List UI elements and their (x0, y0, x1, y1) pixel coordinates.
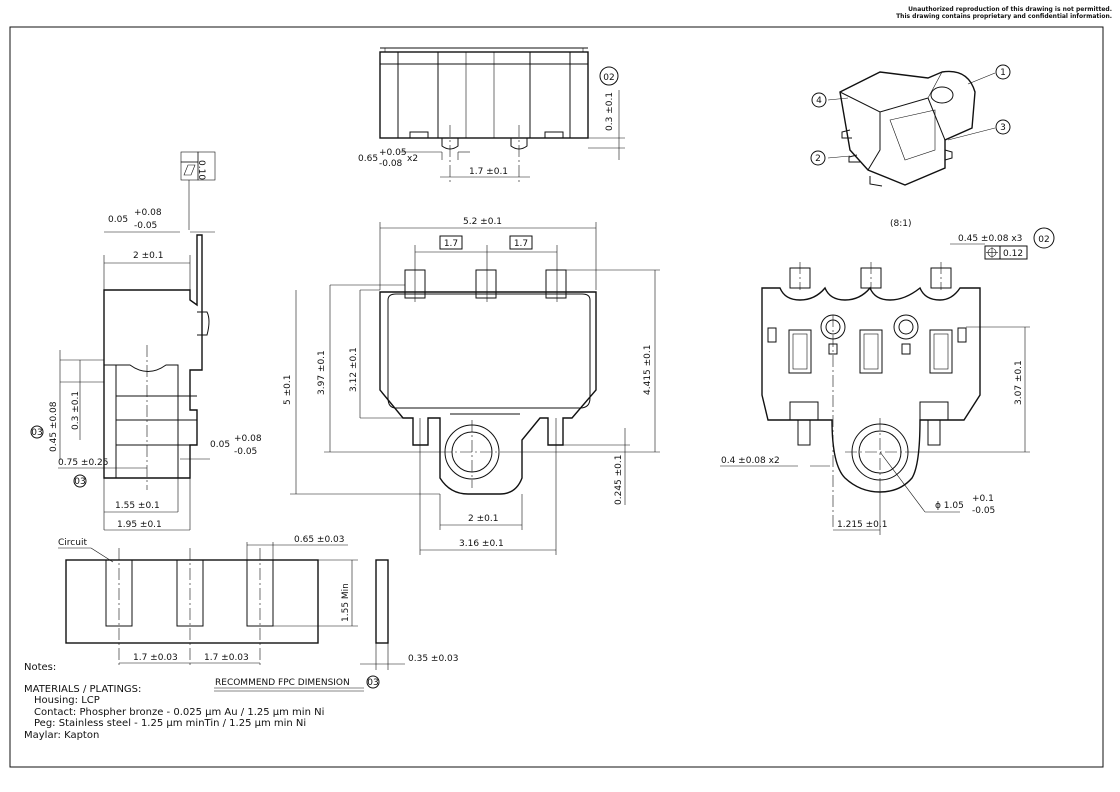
side-dim-155: 1.55 ±0.1 (115, 501, 160, 511)
side-dim-045: 0.45 ±0.08 (49, 401, 59, 452)
notice-line-2: This drawing contains proprietary and co… (896, 13, 1112, 20)
bottom-dim-1215: 1.215 ±0.1 (837, 520, 887, 530)
top-rev-tag: 02 (603, 73, 614, 83)
callout-3: 3 (1000, 123, 1006, 133)
bottom-scale: (8:1) (890, 219, 912, 229)
fpc-dim-155min: 1.55 Min (341, 583, 351, 622)
notes-line-maylar: Maylar: Kapton (24, 729, 100, 741)
top-dim-width-mult: x2 (407, 154, 418, 164)
front-dim-5: 5 ±0.1 (283, 375, 293, 405)
bottom-rev-tag: 02 (1038, 235, 1049, 245)
side-dim-top: 0.05 (108, 215, 128, 225)
bottom-dim-307: 3.07 ±0.1 (1014, 360, 1024, 405)
front-dim-312: 3.12 ±0.1 (349, 347, 359, 392)
fpc-dim-pitch-2: 1.7 ±0.03 (204, 653, 249, 663)
side-dim-075: 0.75 ±0.25 (58, 458, 108, 468)
iso-view: 1 2 3 4 (810, 64, 1011, 187)
top-dim-height: 0.3 ±0.1 (605, 92, 615, 131)
notes-block: Notes: MATERIALS / PLATINGS: Housing: LC… (24, 662, 324, 741)
side-dim-03: 0.3 ±0.1 (71, 391, 81, 430)
side-dim-bottom: 0.05 (210, 440, 230, 450)
front-pitch-box-2: 1.7 (514, 239, 528, 249)
bottom-dim-hole-minus: -0.05 (972, 506, 995, 516)
notes-line-contact: Contact: Phospher bronze - 0.025 μm Au /… (34, 706, 325, 718)
fpc-circuit-label: Circuit (58, 538, 87, 548)
side-dim-top-minus: -0.05 (134, 221, 157, 231)
front-dim-2: 2 ±0.1 (468, 514, 498, 524)
bottom-dim-04: 0.4 ±0.08 x2 (721, 456, 780, 466)
top-dim-width-minus: -0.08 (379, 159, 403, 169)
callout-2: 2 (815, 154, 821, 164)
side-dim-width: 2 ±0.1 (133, 251, 163, 261)
front-dim-316: 3.16 ±0.1 (459, 539, 504, 549)
side-rev-tag-a: 03 (31, 428, 42, 438)
flatness-value: 0.10 (196, 160, 206, 180)
side-view: 0.10 0.05 +0.08 -0.05 2 ±0.1 0.45 ±0.08 (30, 151, 262, 531)
fpc-dim-065: 0.65 ±0.03 (294, 535, 344, 545)
bottom-dim-hole-plus: +0.1 (972, 494, 994, 504)
top-dim-width: 0.65 (358, 154, 378, 164)
notes-heading: Notes: (24, 662, 57, 673)
front-dim-52: 5.2 ±0.1 (463, 217, 502, 227)
side-rev-tag-b: 03 (74, 477, 85, 487)
side-dim-top-plus: +0.08 (134, 208, 162, 218)
bottom-position-tol: 0.12 (1003, 249, 1023, 259)
top-dim-pitch: 1.7 ±0.1 (469, 167, 508, 177)
fpc-rev-tag: 03 (367, 678, 378, 688)
top-dim-width-plus: +0.05 (379, 148, 407, 158)
confidentiality-notice: Unauthorized reproduction of this drawin… (896, 6, 1112, 20)
notes-section: MATERIALS / PLATINGS: (24, 683, 142, 695)
notes-line-housing: Housing: LCP (34, 695, 100, 706)
front-view: 5.2 ±0.1 1.7 1.7 5 ±0.1 (283, 217, 660, 555)
bottom-dim-pin: 0.45 ±0.08 x3 (958, 234, 1022, 244)
callout-1: 1 (1000, 68, 1006, 78)
fpc-dim-pitch-1: 1.7 ±0.03 (133, 653, 178, 663)
callout-4: 4 (816, 96, 822, 106)
front-dim-4415: 4.415 ±0.1 (643, 345, 653, 395)
front-dim-397: 3.97 ±0.1 (317, 350, 327, 395)
bottom-view: (8:1) 0.45 ±0.08 x3 02 0.12 (720, 219, 1055, 535)
notes-line-peg: Peg: Stainless steel - 1.25 μm minTin / … (34, 718, 307, 729)
top-view: 02 0.3 ±0.1 0.65 +0.05 -0.08 x2 1.7 ±0.1 (358, 47, 625, 185)
side-dim-bottom-plus: +0.08 (234, 434, 262, 444)
bottom-dim-hole: ϕ 1.05 (935, 501, 964, 511)
front-pitch-box-1: 1.7 (444, 239, 458, 249)
side-dim-bottom-minus: -0.05 (234, 447, 257, 457)
fpc-title: RECOMMEND FPC DIMENSION (215, 678, 350, 688)
side-dim-195: 1.95 ±0.1 (117, 520, 162, 530)
fpc-footprint: Circuit 0.65 ±0.03 1.55 Min 1.7 ±0.03 1.… (58, 535, 458, 692)
fpc-dim-035: 0.35 ±0.03 (408, 654, 458, 664)
front-dim-0245: 0.245 ±0.1 (614, 455, 624, 505)
notice-line-1: Unauthorized reproduction of this drawin… (908, 6, 1112, 13)
border-frame (9, 26, 1104, 768)
